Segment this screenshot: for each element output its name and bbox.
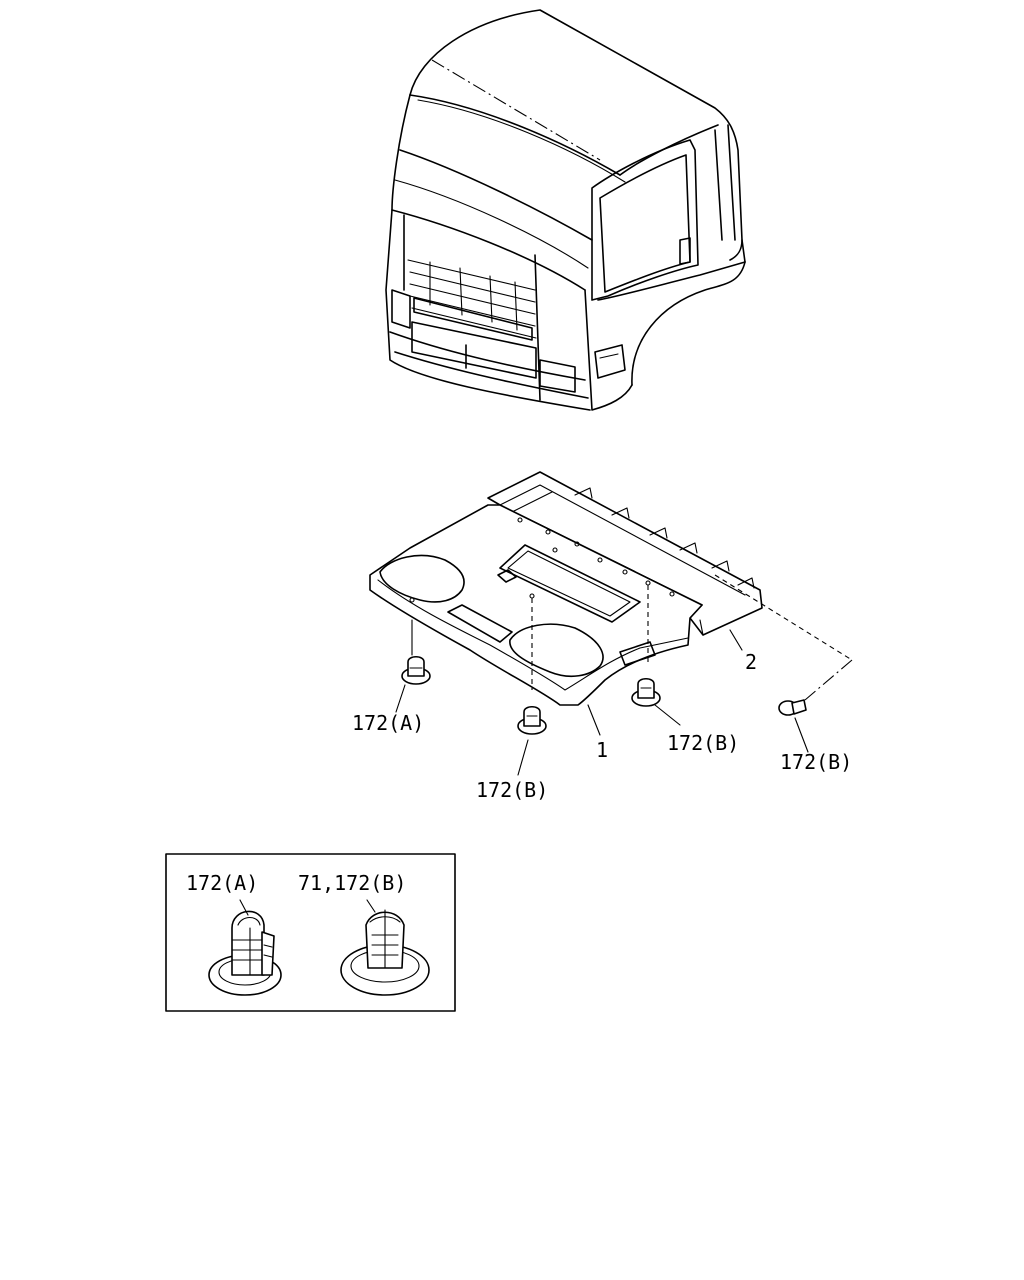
clip-172b-center: [517, 705, 547, 735]
clip-71-172b-detail: [340, 899, 430, 996]
clip-172a-left: [401, 655, 431, 685]
clip-172b-right-inner: [631, 677, 661, 707]
headlining-assembly: [369, 471, 853, 776]
label-172a-left: 172(A): [352, 711, 424, 735]
label-172b-right-outer: 172(B): [780, 750, 852, 774]
clip-detail-inset: 172(A) 71,172(B): [165, 853, 456, 1012]
label-part-1: 1: [596, 738, 608, 762]
clip-172a-detail: [208, 899, 282, 996]
label-172b-right-inner: 172(B): [667, 731, 739, 755]
label-part-2: 2: [745, 650, 757, 674]
label-172b-center: 172(B): [476, 778, 548, 802]
inset-label-172a: 172(A): [186, 871, 258, 895]
inset-label-71-172b: 71,172(B): [298, 871, 406, 895]
clip-172b-right-outer: [778, 699, 807, 716]
truck-cab: [385, 9, 746, 411]
